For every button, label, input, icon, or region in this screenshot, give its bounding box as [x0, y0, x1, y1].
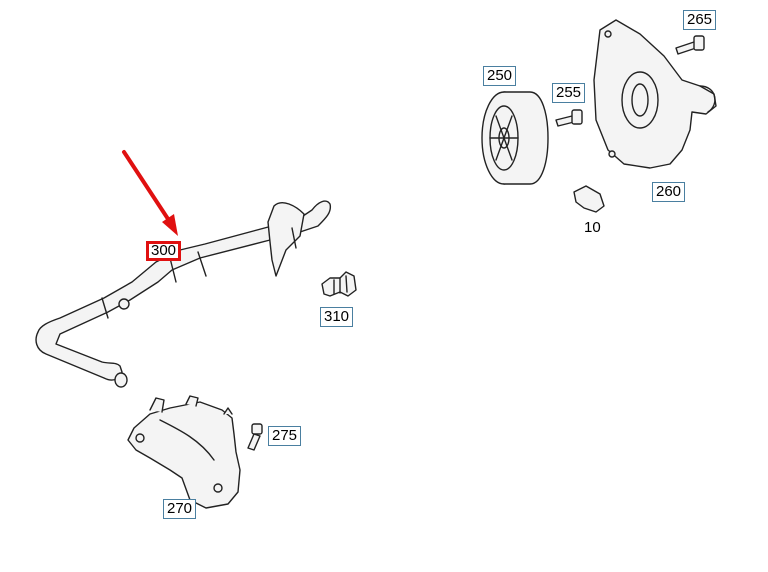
label-10: 10 [584, 219, 601, 236]
callout-250[interactable]: 250 [483, 66, 517, 86]
part-270-housing-cover[interactable] [127, 395, 241, 509]
callout-270[interactable]: 270 [163, 499, 197, 519]
part-250-pulley[interactable] [481, 91, 549, 185]
callout-260[interactable]: 260 [652, 182, 686, 202]
pointer-arrow [122, 150, 178, 236]
part-255-bolt[interactable] [555, 109, 583, 127]
callout-300[interactable]: 300 [146, 241, 182, 261]
part-10-clip[interactable] [573, 185, 605, 213]
callout-275[interactable]: 275 [268, 426, 302, 446]
part-275-bolt[interactable] [247, 423, 263, 451]
callout-255[interactable]: 255 [552, 83, 586, 103]
callout-265[interactable]: 265 [683, 10, 717, 30]
part-265-bolt[interactable] [675, 35, 705, 55]
part-300-coolant-pipe[interactable] [35, 200, 332, 388]
part-260-pump-housing[interactable] [593, 19, 717, 169]
callout-310[interactable]: 310 [320, 307, 354, 327]
part-310-fitting[interactable] [321, 271, 357, 297]
